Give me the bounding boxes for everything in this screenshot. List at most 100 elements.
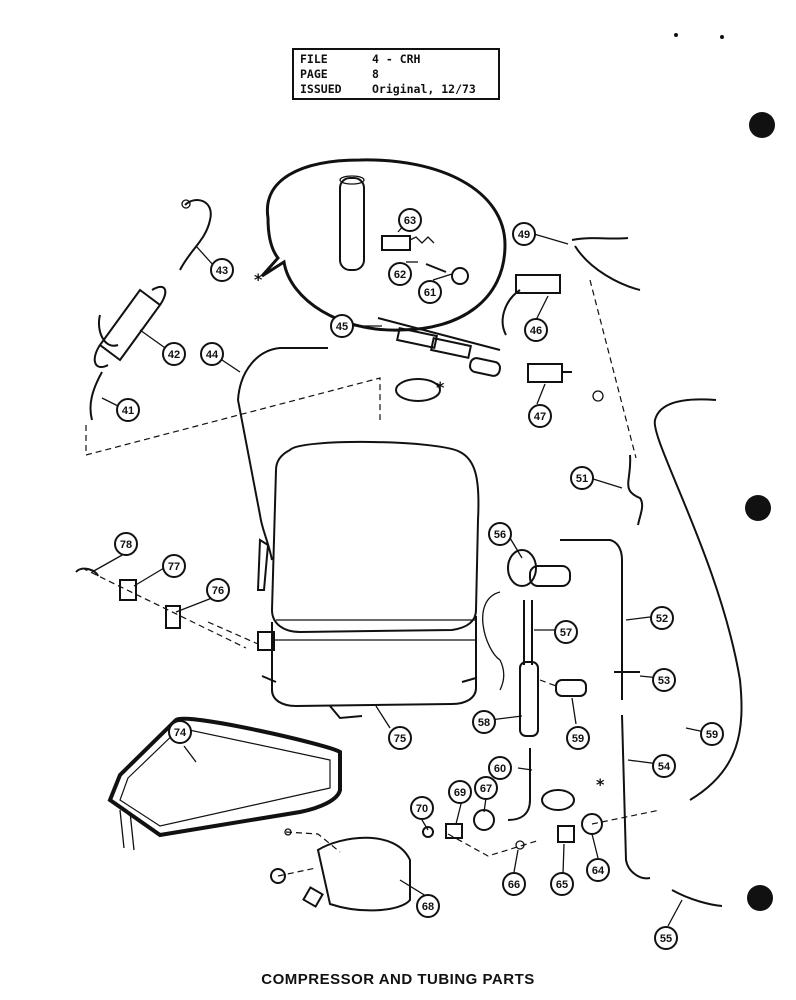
part-68-cover (316, 836, 411, 912)
label-75: 75 (388, 726, 412, 750)
asterisk-fitting: * (596, 775, 605, 794)
svg-text:58: 58 (478, 717, 490, 729)
page-label: PAGE (300, 67, 328, 81)
label-76: 76 (206, 578, 230, 602)
part-59-long-tube (653, 398, 743, 801)
svg-text:46: 46 (530, 325, 542, 337)
asterisk-callout: * (254, 270, 263, 289)
label-44: 44 (200, 342, 224, 366)
svg-text:64: 64 (592, 865, 605, 877)
part-42-strainer (93, 285, 167, 368)
svg-text:42: 42 (168, 349, 180, 361)
label-63: 63 (398, 208, 422, 232)
svg-text:59: 59 (572, 733, 584, 745)
label-46: 46 (524, 318, 548, 342)
label-77: 77 (162, 554, 186, 578)
part-47-valve (527, 363, 604, 402)
part-60-tube (507, 748, 531, 821)
label-74: 74 (168, 720, 192, 744)
svg-text:69: 69 (454, 787, 466, 799)
part-56-valve (507, 549, 571, 587)
label-57: 57 (554, 620, 578, 644)
svg-text:75: 75 (394, 733, 406, 745)
label-60: 60 (488, 756, 512, 780)
label-51: 51 (570, 466, 594, 490)
label-41: 41 (116, 398, 140, 422)
part-57-tube (523, 600, 533, 665)
svg-text:52: 52 (656, 613, 668, 625)
svg-text:68: 68 (422, 901, 434, 913)
label-45: 45 (330, 314, 354, 338)
svg-text:63: 63 (404, 215, 416, 227)
label-68: 68 (416, 894, 440, 918)
asterisk-gasket: * (436, 378, 445, 397)
svg-text:56: 56 (494, 529, 506, 541)
svg-text:47: 47 (534, 411, 546, 423)
label-78: 78 (114, 532, 138, 556)
part-77-grommet (119, 579, 137, 601)
svg-text:44: 44 (206, 349, 219, 361)
label-55: 55 (654, 926, 678, 950)
part-41-tube (89, 371, 103, 421)
svg-text:51: 51 (576, 473, 588, 485)
svg-text:78: 78 (120, 539, 132, 551)
part-52-tube (560, 539, 623, 665)
file-value: 4 - CRH (372, 52, 421, 66)
svg-text:65: 65 (556, 879, 568, 891)
part-46-tube (501, 289, 521, 336)
label-56: 56 (488, 522, 512, 546)
part-53-tee (614, 665, 640, 700)
label-52: 52 (650, 606, 674, 630)
binder-hole-bottom (747, 885, 773, 911)
svg-text:74: 74 (174, 727, 187, 739)
file-label: FILE (300, 52, 328, 66)
part-51-tube (627, 454, 644, 526)
part-59-fitting (555, 679, 587, 697)
label-61: 61 (418, 280, 442, 304)
label-70: 70 (410, 796, 434, 820)
part-45-heater (377, 317, 502, 377)
label-42: 42 (162, 342, 186, 366)
svg-text:55: 55 (660, 933, 672, 945)
svg-text:41: 41 (122, 405, 134, 417)
part-54-tube (621, 714, 651, 880)
label-59-long-tube: 59 (700, 722, 724, 746)
svg-text:67: 67 (480, 783, 492, 795)
part-78-clip (75, 567, 99, 577)
gasket-oval (395, 378, 441, 402)
part-58-drier (519, 661, 539, 737)
svg-text:60: 60 (494, 763, 506, 775)
label-53: 53 (652, 668, 676, 692)
svg-text:76: 76 (212, 585, 224, 597)
issued-value: Original, 12/73 (372, 82, 476, 96)
part-44-tube (236, 347, 328, 561)
svg-text:66: 66 (508, 879, 520, 891)
svg-text:70: 70 (416, 803, 428, 815)
label-67: 67 (474, 776, 498, 800)
label-43: 43 (210, 258, 234, 282)
label-64: 64 (586, 858, 610, 882)
capillary-coil (482, 591, 505, 691)
page-value: 8 (372, 67, 379, 81)
part-75-compressor (261, 440, 480, 720)
svg-text:43: 43 (216, 265, 228, 277)
label-59: 59 (566, 726, 590, 750)
label-47: 47 (528, 404, 552, 428)
label-54: 54 (652, 754, 676, 778)
label-58: 58 (472, 710, 496, 734)
svg-text:45: 45 (336, 321, 348, 333)
issued-label: ISSUED (300, 82, 342, 96)
svg-text:61: 61 (424, 287, 436, 299)
inset-callout (260, 158, 507, 332)
part-55-tube (671, 889, 723, 907)
part-49-tube (571, 237, 641, 291)
svg-text:54: 54 (658, 761, 671, 773)
svg-text:57: 57 (560, 627, 572, 639)
label-65: 65 (550, 872, 574, 896)
part-46-fitting (515, 274, 561, 294)
svg-text:49: 49 (518, 229, 530, 241)
label-66: 66 (502, 872, 526, 896)
binder-hole-top (749, 112, 775, 138)
svg-text:53: 53 (658, 675, 670, 687)
